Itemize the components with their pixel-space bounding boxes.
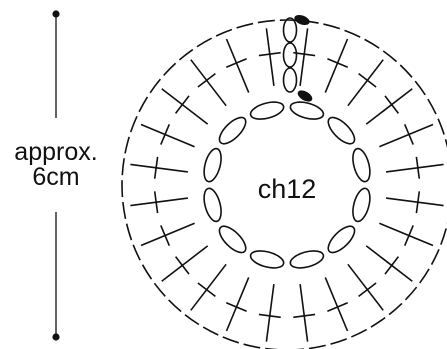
single-crochet-stitch [225, 38, 250, 93]
single-crochet-stitch [161, 245, 209, 282]
single-crochet-stitch [225, 277, 250, 332]
single-crochet-stitch [190, 263, 227, 311]
slip-stitch-dot-top [294, 14, 310, 26]
single-crochet-stitch [347, 59, 384, 107]
single-crochet-stitches [130, 28, 444, 342]
chain-stitch [327, 116, 356, 145]
starting-chain-stitch [282, 67, 298, 93]
chain-stitch [218, 225, 247, 254]
single-crochet-stitch [379, 222, 434, 247]
center-label: ch12 [258, 174, 317, 204]
starting-chain [282, 17, 298, 93]
measure-dot-bottom [52, 333, 60, 341]
single-crochet-stitch [130, 191, 189, 214]
measure-dot-top [52, 10, 60, 18]
single-crochet-stitch [379, 123, 434, 148]
slip-stitch-dot-join [297, 90, 313, 102]
single-crochet-stitch [324, 38, 349, 93]
chain-stitch [289, 250, 325, 269]
single-crochet-stitch [140, 222, 195, 247]
single-crochet-stitch [365, 245, 413, 282]
chain-ring [203, 101, 371, 269]
size-label-line1: approx. [14, 138, 97, 166]
single-crochet-stitch [385, 191, 444, 214]
single-crochet-stitch [365, 88, 413, 125]
single-crochet-stitch [385, 156, 444, 179]
starting-chain-stitch [282, 42, 298, 68]
single-crochet-stitch [161, 88, 209, 125]
single-crochet-stitch [293, 283, 316, 342]
starting-chain-stitch [282, 17, 298, 43]
single-crochet-stitch [190, 59, 227, 107]
chain-stitch [203, 147, 222, 183]
chain-stitch [203, 187, 222, 223]
chain-stitch [352, 187, 371, 223]
chain-stitch [352, 147, 371, 183]
single-crochet-stitch [347, 263, 384, 311]
chain-stitch [218, 116, 247, 145]
chain-stitch [249, 250, 285, 269]
chain-stitch [327, 225, 356, 254]
size-label-line2: 6cm [32, 163, 79, 191]
chain-stitch [249, 101, 285, 120]
size-indicator: approx. 6cm [14, 10, 98, 341]
single-crochet-stitch [130, 156, 189, 179]
chain-stitch [289, 101, 325, 120]
single-crochet-stitch [324, 277, 349, 332]
single-crochet-stitch [140, 123, 195, 148]
single-crochet-stitch [258, 28, 281, 87]
single-crochet-stitch [258, 283, 281, 342]
